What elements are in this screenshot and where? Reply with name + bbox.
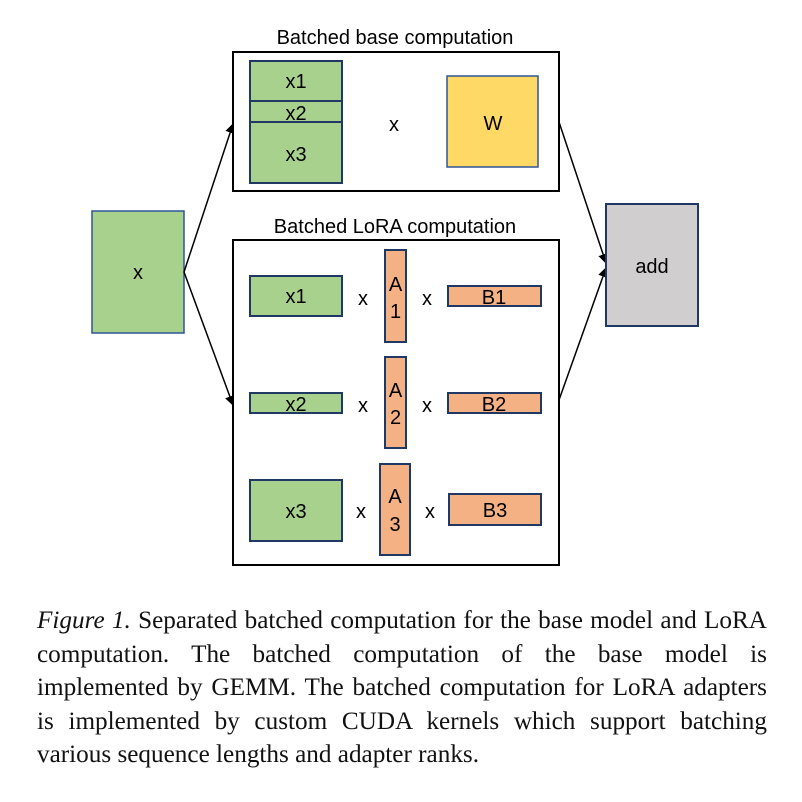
figure-caption: Figure 1. Separated batched computation … xyxy=(37,604,767,772)
input-x-node: x xyxy=(91,210,185,334)
arrow-to-base xyxy=(183,123,235,273)
figure-caption-label: Figure 1. xyxy=(37,607,131,634)
lora-a2-label-bottom: 2 xyxy=(390,407,401,429)
lora-row-2-op2: x xyxy=(422,395,432,417)
base-multiply-operator: x xyxy=(389,114,399,136)
lora-a1-label-bottom: 1 xyxy=(390,301,401,323)
weight-matrix-w xyxy=(446,75,539,168)
lora-b1-label: B1 xyxy=(482,287,506,309)
lora-row-1-op1: x xyxy=(358,288,368,310)
lora-a3-label-top: A xyxy=(388,486,402,508)
batched-input-stack: x1 x2 x3 xyxy=(249,60,343,184)
input-x-label: x xyxy=(133,262,143,284)
lora-b2-label: B2 xyxy=(482,394,506,416)
lora-section-title: Batched LoRA computation xyxy=(274,216,516,238)
weight-matrix-label: W xyxy=(484,113,503,135)
lora-a3-label-bottom: 3 xyxy=(389,514,400,536)
lora-row-1: x1 x A 1 x B1 xyxy=(249,249,542,343)
lora-row-3: x3 x A 3 x B3 xyxy=(249,463,542,556)
lora-row-3-op2: x xyxy=(425,501,435,523)
stack-x3-label: x3 xyxy=(285,144,306,166)
lora-batching-diagram: x Batched base computation x1 x2 x3 x W … xyxy=(91,27,699,566)
lora-a1-matrix xyxy=(384,249,407,343)
lora-row-3-op1: x xyxy=(356,501,366,523)
arrow-lora-to-add xyxy=(558,267,608,401)
stack-x3-block xyxy=(249,121,343,184)
lora-input-x1-label: x1 xyxy=(285,286,306,308)
lora-input-x2 xyxy=(249,392,343,414)
base-computation-section: Batched base computation x1 x2 x3 x W xyxy=(232,27,560,192)
lora-a1-label-top: A xyxy=(389,274,403,296)
lora-b1-matrix xyxy=(447,285,542,307)
add-node: add xyxy=(605,203,699,327)
lora-row-1-op2: x xyxy=(422,288,432,310)
lora-input-x1 xyxy=(249,275,343,317)
base-section-title: Batched base computation xyxy=(277,27,514,49)
lora-a3-matrix xyxy=(379,463,411,556)
arrow-to-lora xyxy=(183,271,235,406)
lora-input-x3-label: x3 xyxy=(285,501,306,523)
stack-x1-label: x1 xyxy=(285,71,306,93)
lora-row-2: x2 x A 2 x B2 xyxy=(249,356,542,449)
lora-b2-matrix xyxy=(447,392,542,414)
lora-computation-section: Batched LoRA computation x1 x A 1 x B1 x… xyxy=(232,216,560,566)
figure-caption-text: Separated batched computation for the ba… xyxy=(37,607,768,768)
stack-x2-label: x2 xyxy=(285,103,306,125)
lora-input-x3 xyxy=(249,479,343,542)
lora-row-2-op1: x xyxy=(358,395,368,417)
lora-b3-label: B3 xyxy=(483,500,507,522)
arrow-base-to-add xyxy=(558,121,608,264)
lora-b3-matrix xyxy=(448,493,542,526)
lora-a2-matrix xyxy=(384,356,407,449)
lora-a2-label-top: A xyxy=(389,380,403,402)
add-label: add xyxy=(635,256,668,278)
lora-input-x2-label: x2 xyxy=(285,394,306,416)
